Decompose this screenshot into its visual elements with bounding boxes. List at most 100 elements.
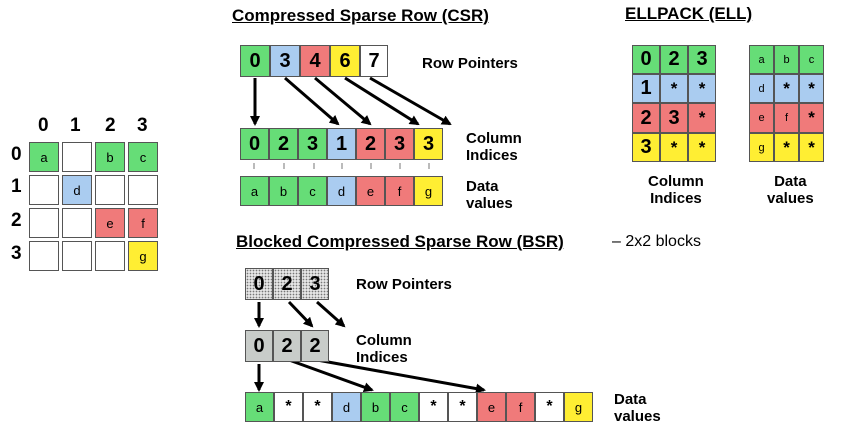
matrix-col-header: 1 xyxy=(70,115,81,136)
bsr-column-index-cell: 2 xyxy=(301,330,329,362)
ell-data-cell: * xyxy=(799,103,824,133)
bsr-data-cell: e xyxy=(477,392,506,422)
ell-data-cell: f xyxy=(774,103,799,133)
csr-arrow-2 xyxy=(314,76,372,126)
csr-data-cell: f xyxy=(385,176,414,206)
csr-column-indices-label: Column Indices xyxy=(466,130,522,164)
ell-data-cell: d xyxy=(749,74,774,103)
ell-data-cell: e xyxy=(749,103,774,133)
bsr-column-indices-label: Column Indices xyxy=(356,332,412,366)
matrix-cell: f xyxy=(128,208,158,238)
ell-column-index-cell: 3 xyxy=(688,45,716,74)
csr-row-pointers-label: Row Pointers xyxy=(422,55,518,72)
ell-column-index-cell: * xyxy=(688,133,716,162)
matrix-col-header: 0 xyxy=(38,115,49,136)
ell-title: ELLPACK (ELL) xyxy=(625,4,753,23)
bsr-data-cell: * xyxy=(535,392,564,422)
bsr-data-cell: * xyxy=(419,392,448,422)
csr-data-cell: a xyxy=(240,176,269,206)
bsr-data-cell: d xyxy=(332,392,361,422)
matrix-row-header: 1 xyxy=(11,176,22,197)
bsr-column-index-cell: 2 xyxy=(273,330,301,362)
matrix-cell: c xyxy=(128,142,158,172)
matrix-cell: g xyxy=(128,241,158,271)
bsr-arrow-rp-2 xyxy=(316,300,346,328)
csr-arrow-1 xyxy=(284,76,340,126)
bsr-data-cell: c xyxy=(390,392,419,422)
bsr-subtitle: – 2x2 blocks xyxy=(612,233,701,250)
ell-column-index-cell: * xyxy=(688,74,716,103)
csr-column-index-cell: 0 xyxy=(240,128,269,160)
ell-data-cell: * xyxy=(774,74,799,103)
csr-column-index-cell: 3 xyxy=(385,128,414,160)
ell-data-cell: * xyxy=(799,74,824,103)
csr-row-pointer-cell: 6 xyxy=(330,45,360,77)
csr-column-index-cell: 2 xyxy=(356,128,385,160)
ell-column-index-cell: 3 xyxy=(632,133,660,162)
bsr-arrow-rp-1 xyxy=(287,300,314,328)
matrix-cell xyxy=(29,175,59,205)
bsr-data-cell: * xyxy=(448,392,477,422)
csr-column-index-cell: 3 xyxy=(298,128,327,160)
csr-data-cell: g xyxy=(414,176,443,206)
ell-data-cell: * xyxy=(774,133,799,162)
csr-title: Compressed Sparse Row (CSR) xyxy=(232,6,489,25)
matrix-row-header: 2 xyxy=(11,210,22,231)
csr-data-cell: c xyxy=(298,176,327,206)
ell-data-cell: * xyxy=(799,133,824,162)
bsr-data-cell: g xyxy=(564,392,593,422)
csr-separators xyxy=(253,163,430,169)
bsr-data-cell: f xyxy=(506,392,535,422)
matrix-cell xyxy=(95,175,125,205)
bsr-row-pointers-label: Row Pointers xyxy=(356,276,452,293)
matrix-cell: a xyxy=(29,142,59,172)
matrix-row-header: 3 xyxy=(11,243,22,264)
bsr-data-cell: a xyxy=(245,392,274,422)
ell-column-index-cell: 0 xyxy=(632,45,660,74)
csr-row-pointer-cell: 3 xyxy=(270,45,300,77)
csr-data-cell: b xyxy=(269,176,298,206)
bsr-row-pointer-cell: 3 xyxy=(301,268,329,300)
csr-column-index-cell: 2 xyxy=(269,128,298,160)
csr-arrow-4 xyxy=(369,76,452,126)
ell-data-label: Data values xyxy=(767,173,814,207)
ell-column-index-cell: 2 xyxy=(632,103,660,133)
matrix-cell xyxy=(128,175,158,205)
matrix-row-header: 0 xyxy=(11,144,22,165)
csr-row-pointer-cell: 7 xyxy=(360,45,388,77)
matrix-cell xyxy=(29,241,59,271)
matrix-cell xyxy=(62,208,92,238)
ell-column-index-cell: 3 xyxy=(660,103,688,133)
ell-data-cell: g xyxy=(749,133,774,162)
matrix-col-header: 3 xyxy=(137,115,148,136)
matrix-cell: e xyxy=(95,208,125,238)
matrix-cell xyxy=(29,208,59,238)
bsr-column-index-cell: 0 xyxy=(245,330,273,362)
csr-row-pointer-cell: 0 xyxy=(240,45,270,77)
csr-column-index-cell: 3 xyxy=(414,128,443,160)
bsr-data-cell: * xyxy=(303,392,332,422)
bsr-data-values-label: Data values xyxy=(614,391,661,425)
bsr-arrow-ci-1 xyxy=(288,358,374,392)
bsr-data-cell: * xyxy=(274,392,303,422)
ell-data-cell: a xyxy=(749,45,774,74)
matrix-cell xyxy=(62,241,92,271)
ell-column-index-cell: * xyxy=(688,103,716,133)
csr-row-pointer-cell: 4 xyxy=(300,45,330,77)
bsr-arrow-ci-2 xyxy=(316,358,486,394)
matrix-col-header: 2 xyxy=(105,115,116,136)
ell-column-index-cell: 2 xyxy=(660,45,688,74)
bsr-row-pointer-cell: 0 xyxy=(245,268,273,300)
ell-column-index-cell: 1 xyxy=(632,74,660,103)
csr-data-values-label: Data values xyxy=(466,178,513,212)
ell-data-cell: b xyxy=(774,45,799,74)
ell-column-indices-label: Column Indices xyxy=(648,173,704,207)
csr-column-index-cell: 1 xyxy=(327,128,356,160)
bsr-data-cell: b xyxy=(361,392,390,422)
matrix-cell xyxy=(62,142,92,172)
bsr-row-pointer-cell: 2 xyxy=(273,268,301,300)
csr-data-cell: d xyxy=(327,176,356,206)
bsr-title: Blocked Compressed Sparse Row (BSR) xyxy=(236,232,564,251)
csr-data-cell: e xyxy=(356,176,385,206)
